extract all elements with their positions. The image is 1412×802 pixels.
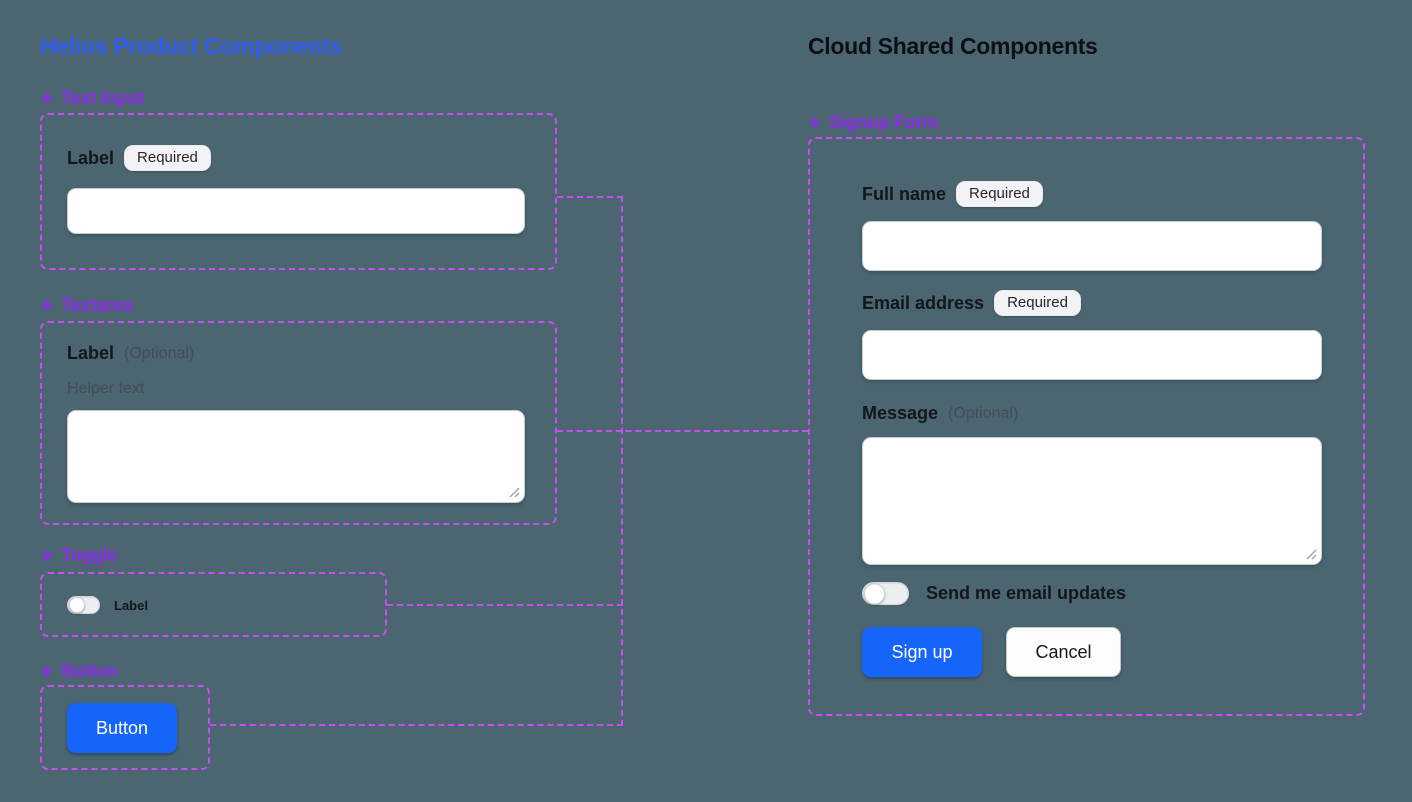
connector-toggle [387,604,623,606]
message-textarea[interactable] [862,437,1322,565]
required-badge: Required [124,145,211,171]
updates-toggle-row: Send me email updates [862,582,1126,605]
connector-button [210,724,623,726]
diamond-icon: ❖ [40,297,54,315]
field-label: Email address [862,292,985,313]
sample-button[interactable]: Button [67,703,177,753]
field-label: Full name [862,183,947,204]
section-label-toggle: ❖ Toggle [40,545,118,566]
section-label-text: Button [61,661,119,681]
section-label-text: Textarea [61,295,133,315]
text-input-field[interactable] [67,188,525,234]
full-name-input[interactable] [862,221,1322,271]
button-annotation-box [40,685,210,770]
section-label-signup-form: ❖ Signup Form [808,112,938,133]
section-label-textarea: ❖ Textarea [40,295,133,316]
field-label: Label [67,343,115,363]
toggle-knob [864,583,885,604]
resize-handle-icon[interactable] [508,486,520,498]
full-name-input-wrap [862,221,1322,271]
textarea-annotation-box [40,321,557,525]
sign-up-button[interactable]: Sign up [862,627,982,677]
diamond-icon: ❖ [40,663,54,681]
required-badge: Required [956,181,1043,207]
text-input-label-row: Label Required [67,145,211,171]
message-textarea-wrap [862,437,1322,565]
section-label-text: Toggle [61,545,118,565]
full-name-label-row: Full name Required [862,181,1043,207]
section-label-text-input: ❖ Text Input [40,88,144,109]
resize-handle-icon[interactable] [1305,548,1317,560]
required-badge: Required [994,290,1081,316]
toggle-knob [69,597,85,613]
text-input-wrap [67,188,525,234]
toggle-label: Label [114,597,148,613]
email-label-row: Email address Required [862,290,1081,316]
textarea-label-row: Label (Optional) [67,343,194,364]
textarea-wrap [67,410,525,503]
diamond-icon: ❖ [808,114,822,132]
connector-bus-vertical [621,196,623,726]
text-input-annotation-box [40,113,557,270]
optional-note: (Optional) [948,404,1019,422]
email-input[interactable] [862,330,1322,380]
connector-textarea [557,430,808,432]
cancel-button[interactable]: Cancel [1006,627,1121,677]
field-label: Label [67,147,115,168]
cloud-title: Cloud Shared Components [808,33,1098,59]
updates-toggle-label: Send me email updates [926,583,1127,603]
updates-toggle-switch[interactable] [862,582,909,605]
toggle-switch[interactable] [67,596,100,614]
toggle-row: Label [67,596,148,614]
field-label: Message [862,403,939,423]
message-label-row: Message (Optional) [862,403,1018,424]
textarea-field[interactable] [67,410,525,503]
diamond-icon: ❖ [40,90,54,108]
diamond-icon: ❖ [40,547,54,565]
toggle-annotation-box [40,572,387,637]
section-label-button: ❖ Button [40,661,118,682]
helper-text: Helper text [67,380,145,397]
optional-note: (Optional) [124,344,195,362]
connector-text-input [557,196,623,198]
helios-title: Helios Product Components [40,33,342,59]
signup-form-annotation-box [808,137,1365,716]
email-input-wrap [862,330,1322,380]
section-label-text: Text Input [61,88,144,108]
section-label-text: Signup Form [829,112,939,132]
